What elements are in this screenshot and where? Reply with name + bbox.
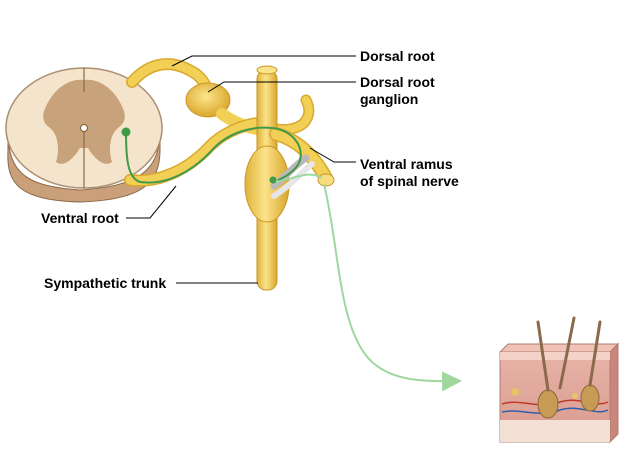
label-dorsal-root: Dorsal root [360, 48, 435, 64]
sympathetic-trunk-ganglion [244, 145, 290, 223]
leader-ventral-ramus [309, 147, 356, 163]
label-dorsal-root-ganglion: Dorsal root ganglion [360, 74, 435, 107]
gray-ramus [270, 154, 310, 190]
skin-tissue-block [498, 316, 620, 444]
leader-lines [126, 55, 356, 284]
postganglionic-fiber-arrow [323, 183, 462, 392]
central-canal [80, 124, 88, 132]
leader-dorsal-root-ganglion [207, 81, 356, 93]
spinal-cord-cross-section [5, 67, 163, 203]
label-ventral-root: Ventral root [41, 210, 119, 226]
label-sympathetic-trunk: Sympathetic trunk [44, 275, 167, 291]
dorsal-root-ganglion [185, 82, 231, 118]
postganglionic-cell-body [269, 176, 277, 184]
leader-ventral-root [126, 185, 177, 219]
leader-dorsal-root [171, 55, 356, 67]
preganglionic-fiber [125, 126, 302, 184]
label-ventral-ramus: Ventral ramus of spinal nerve [360, 156, 459, 189]
white-ramus [271, 161, 315, 199]
gray-matter [43, 79, 125, 164]
